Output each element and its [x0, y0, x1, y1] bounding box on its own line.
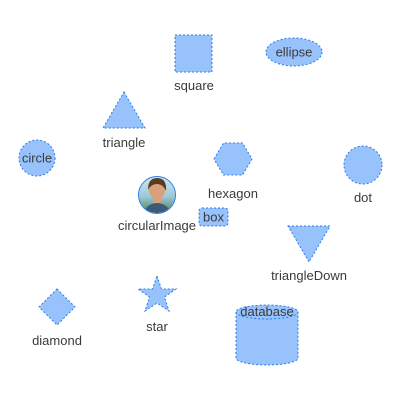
node-dot[interactable]: dot [343, 145, 383, 205]
dot-shape [343, 145, 383, 185]
node-square[interactable]: square [174, 34, 214, 93]
node-hexagon[interactable]: hexagon [208, 142, 258, 201]
triangle-shape [102, 91, 146, 129]
circle-label: circle [22, 151, 52, 166]
circular-image-ring [138, 176, 176, 214]
star-shape [136, 274, 178, 313]
node-circularImage[interactable]: circularImage [118, 176, 196, 234]
circularImage-label: circularImage [118, 218, 196, 233]
database-top-rim [235, 311, 299, 320]
database-shape [235, 304, 299, 366]
ellipse-label: ellipse [276, 45, 313, 60]
node-circle[interactable]: circle [18, 139, 56, 177]
diamond-label: diamond [32, 333, 82, 348]
triangleDown-label: triangleDown [271, 268, 347, 283]
triangle-label: triangle [103, 135, 146, 150]
star-label: star [146, 319, 168, 334]
circle-shape [18, 139, 56, 177]
dot-label: dot [354, 190, 372, 205]
square-shape [174, 34, 213, 73]
box-label: box [203, 210, 224, 225]
node-triangleDown[interactable]: triangleDown [271, 225, 347, 283]
diamond-shape [38, 288, 76, 326]
square-label: square [174, 78, 214, 93]
node-star[interactable]: star [136, 274, 178, 334]
node-database[interactable]: database [235, 304, 299, 366]
person-photo-icon [139, 177, 175, 213]
triangleDown-shape [287, 225, 331, 263]
node-triangle[interactable]: triangle [102, 91, 146, 150]
box-shape [198, 207, 229, 227]
node-diamond[interactable]: diamond [32, 288, 82, 348]
hexagon-label: hexagon [208, 186, 258, 201]
node-box[interactable]: box [198, 207, 229, 227]
ellipse-shape [265, 37, 323, 67]
hexagon-shape [213, 142, 253, 176]
database-label: database [240, 304, 294, 319]
node-ellipse[interactable]: ellipse [265, 37, 323, 67]
